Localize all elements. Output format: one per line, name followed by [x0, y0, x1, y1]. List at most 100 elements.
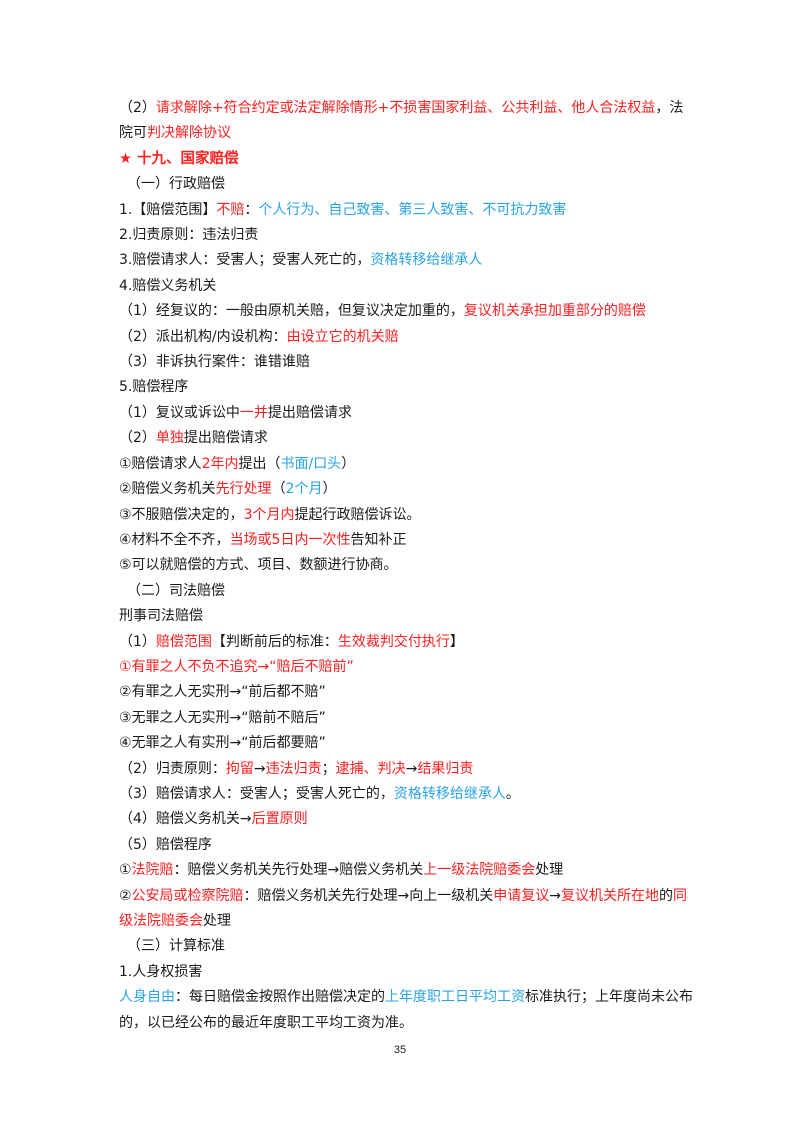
text-segment: 不赔 — [216, 201, 245, 218]
text-segment: ④无罪之人有实刑→“前后都要赔” — [119, 735, 326, 752]
text-line: （一）行政赔偿 — [119, 172, 694, 197]
text-segment: → — [549, 887, 562, 904]
text-segment: （3）非诉执行案件：谁错谁赔 — [119, 354, 310, 371]
text-segment: （一）行政赔偿 — [127, 176, 225, 193]
text-segment: 2年内 — [201, 455, 239, 472]
text-line: 1.【赔偿范围】不赔：个人行为、自己致害、第三人致害、不可抗力致害 — [119, 198, 694, 223]
text-line: （1）复议或诉讼中一并提出赔偿请求 — [119, 401, 694, 426]
text-line: ②赔偿义务机关先行处理（2个月） — [119, 477, 694, 502]
text-line: ②公安局或检察院赔：赔偿义务机关先行处理→向上一级机关申请复议→复议机关所在地的… — [119, 884, 694, 935]
text-segment: 处理 — [203, 913, 231, 929]
text-segment: 1.【赔偿范围】 — [119, 201, 217, 218]
text-segment: ④材料不全不齐， — [119, 531, 230, 548]
text-line: ④材料不全不齐，当场或5日内一次性告知补正 — [119, 528, 694, 553]
text-segment: ：赔偿义务机关先行处理→向上一级机关 — [243, 887, 494, 904]
text-line: 人身自由：每日赔偿金按照作出赔偿决定的上年度职工日平均工资标准执行；上年度尚未公… — [119, 985, 694, 1036]
text-segment: 标准执行；上年度尚未公布的，以已经公布的最近年度职工平均工资为准。 — [119, 989, 693, 1031]
text-segment: （1） — [119, 633, 156, 650]
text-segment: ①赔偿请求人 — [119, 455, 202, 472]
text-segment: 上年度职工日平均工资 — [385, 989, 525, 1006]
text-segment: ：每日赔偿金按照作出赔偿决定的 — [175, 989, 385, 1006]
text-line: ②有罪之人无实刑→“前后都不赔” — [119, 680, 694, 705]
text-line: ★ 十九、国家赔偿 — [119, 147, 694, 172]
text-segment: → — [253, 760, 266, 777]
text-segment: 3个月内 — [243, 506, 295, 523]
text-segment: 赔偿范围 — [155, 633, 212, 650]
text-line: （3）赔偿请求人：受害人；受害人死亡的，资格转移给继承人。 — [119, 782, 694, 807]
text-segment: ） — [322, 481, 337, 498]
text-line: ③无罪之人无实刑→“赔前不赔后” — [119, 706, 694, 731]
text-segment: ②赔偿义务机关 — [119, 481, 216, 498]
text-segment: 刑事司法赔偿 — [119, 608, 203, 625]
text-segment: 书面/口头 — [280, 455, 342, 472]
page-number: 35 — [393, 1044, 407, 1056]
text-segment: 】 — [449, 633, 464, 650]
text-segment: 4.赔偿义务机关 — [119, 277, 217, 294]
text-line: ①有罪之人不负不追究→“赔后不赔前” — [119, 655, 694, 680]
text-line: （二）司法赔偿 — [119, 579, 694, 604]
text-line: （1）赔偿范围【判断前后的标准：生效裁判交付执行】 — [119, 630, 694, 655]
text-segment: 提出（ — [238, 455, 281, 472]
text-line: ⑤可以就赔偿的方式、项目、数额进行协商。 — [119, 553, 694, 578]
text-segment: 3.赔偿请求人：受害人；受害人死亡的， — [119, 252, 371, 269]
text-segment: 提出赔偿请求 — [267, 404, 352, 421]
text-segment: ； — [321, 760, 336, 777]
text-segment: ②有罪之人无实刑→“前后都不赔” — [119, 684, 326, 701]
text-segment: 处理 — [535, 862, 564, 879]
text-segment: （三）计算标准 — [127, 938, 225, 955]
text-segment: 先行处理 — [215, 481, 272, 498]
text-line: 1.人身权损害 — [119, 960, 694, 985]
text-segment: 提出赔偿请求 — [183, 430, 268, 447]
text-segment: 告知补正 — [350, 531, 407, 548]
text-segment: → — [405, 760, 418, 777]
text-segment: （2）派出机构/内设机构： — [119, 328, 287, 345]
text-segment: （ — [271, 481, 286, 498]
text-segment: （3）赔偿请求人：受害人；受害人死亡的， — [119, 785, 394, 802]
text-segment: 申请复议 — [493, 887, 550, 904]
text-segment: 由设立它的机关赔 — [286, 328, 399, 345]
text-segment: （1）经复议的：一般由原机关赔，但复议决定加重的， — [119, 303, 464, 320]
text-segment: 资格转移给继承人 — [370, 252, 483, 269]
text-segment: 当场或5日内一次性 — [229, 531, 351, 548]
text-segment: 违法归责 — [265, 760, 322, 777]
text-line: （三）计算标准 — [119, 934, 694, 959]
text-segment: 的 — [659, 887, 674, 904]
text-segment: 5.赔偿程序 — [119, 379, 189, 396]
text-segment: 逮捕、判决 — [335, 760, 406, 777]
text-segment: （5）赔偿程序 — [119, 836, 212, 853]
text-segment: ③不服赔偿决定的， — [119, 506, 244, 523]
text-segment: 资格转移给继承人 — [393, 785, 506, 802]
text-line: （2）派出机构/内设机构：由设立它的机关赔 — [119, 325, 694, 350]
text-segment: （1）复议或诉讼中 — [119, 404, 240, 421]
text-segment: 提起行政赔偿诉讼。 — [294, 506, 421, 523]
text-line: （2）请求解除+符合约定或法定解除情形+不损害国家利益、公共利益、他人合法权益，… — [119, 96, 694, 147]
text-segment: （二）司法赔偿 — [127, 582, 225, 599]
text-line: （2）单独提出赔偿请求 — [119, 426, 694, 451]
text-segment: ） — [341, 455, 356, 472]
text-segment: ① — [119, 862, 132, 879]
text-segment: 上一级法院赔委会 — [423, 862, 536, 879]
text-segment: （2）归责原则： — [119, 760, 226, 777]
text-segment: ③无罪之人无实刑→“赔前不赔后” — [119, 709, 326, 726]
text-line: 5.赔偿程序 — [119, 375, 694, 400]
text-line: （2）归责原则：拘留→违法归责；逮捕、判决→结果归责 — [119, 757, 694, 782]
text-line: ③不服赔偿决定的，3个月内提起行政赔偿诉讼。 — [119, 503, 694, 528]
text-line: 4.赔偿义务机关 — [119, 274, 694, 299]
text-segment: 公安局或检察院赔 — [131, 887, 244, 904]
text-segment: ② — [119, 887, 132, 904]
text-segment: ： — [244, 201, 259, 218]
text-line: 3.赔偿请求人：受害人；受害人死亡的，资格转移给继承人 — [119, 248, 694, 273]
text-segment: 单独 — [155, 430, 184, 447]
text-segment: 后置原则 — [251, 811, 308, 828]
text-segment: 复议机关所在地 — [561, 887, 660, 904]
text-segment: （2） — [119, 100, 156, 116]
text-line: （4）赔偿义务机关→后置原则 — [119, 807, 694, 832]
text-segment: （4）赔偿义务机关→ — [119, 811, 252, 828]
text-segment: 个人行为、自己致害、第三人致害、不可抗力致害 — [258, 201, 567, 218]
text-segment: （2） — [119, 430, 156, 447]
text-segment: 一并 — [239, 404, 268, 421]
text-segment: ：赔偿义务机关先行处理→赔偿义务机关 — [173, 862, 424, 879]
text-line: 2.归责原则：违法归责 — [119, 223, 694, 248]
text-line: ④无罪之人有实刑→“前后都要赔” — [119, 731, 694, 756]
